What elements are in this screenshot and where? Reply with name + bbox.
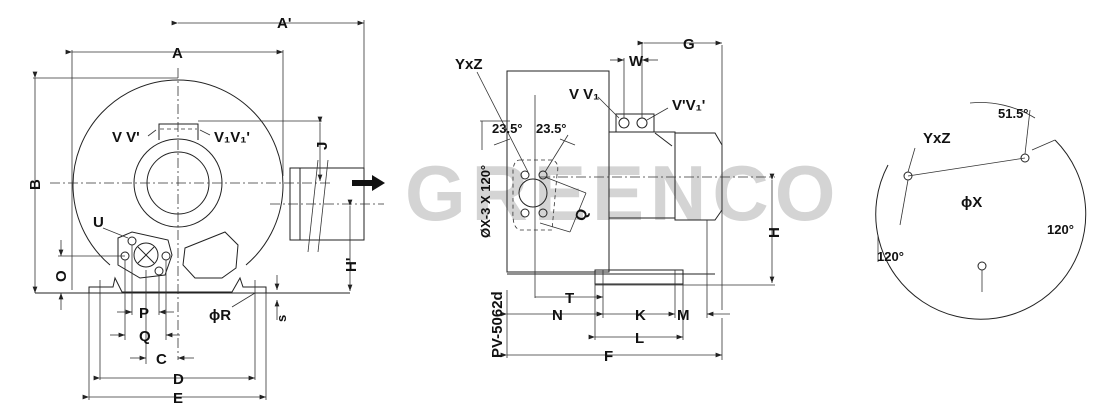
angle-right-label: 23.5° bbox=[536, 121, 567, 136]
dim-w-label: W bbox=[629, 53, 644, 70]
dim-p-label: P bbox=[139, 305, 149, 322]
dim-f-label: F bbox=[604, 348, 613, 365]
dim-m-label: M bbox=[677, 307, 690, 324]
side-view: YxZ 23.5° 23.5° ØX-3 X 120° Q W G V V₁ V… bbox=[455, 36, 783, 365]
side-yxz-label: YxZ bbox=[455, 56, 483, 73]
dim-a-label: A bbox=[172, 45, 183, 62]
dim-k-label: K bbox=[635, 307, 646, 324]
dim-e-label: E bbox=[173, 390, 183, 407]
dim-u-label: U bbox=[93, 214, 104, 231]
dim-t-label: T bbox=[565, 290, 574, 307]
flange-view: YxZ 51.5° ϕX 120° 120° bbox=[875, 102, 1087, 320]
flange-120-right-label: 120° bbox=[1047, 222, 1074, 237]
flange-angle-label: 51.5° bbox=[998, 106, 1029, 121]
flange-x-label: ϕX bbox=[961, 194, 982, 211]
dim-n-label: N bbox=[552, 307, 563, 324]
dim-l-label: L bbox=[635, 330, 644, 347]
dim-j-label: J bbox=[314, 142, 331, 150]
dim-b-label: B bbox=[27, 179, 44, 190]
dim-o-label: O bbox=[53, 270, 70, 282]
port-v-label: V V' bbox=[112, 129, 140, 146]
front-view: A A' B J H' U O P Q C D E ϕR s V V' V₁V₁… bbox=[27, 15, 385, 407]
dim-c-label: C bbox=[156, 351, 167, 368]
dim-q-label: Q bbox=[139, 328, 151, 345]
port-vv1-label: V V₁ bbox=[569, 86, 599, 103]
dim-g-label: G bbox=[683, 36, 695, 53]
flange-120-left-label: 120° bbox=[877, 249, 904, 264]
angle-left-label: 23.5° bbox=[492, 121, 523, 136]
dim-h-prime-label: H' bbox=[343, 258, 360, 272]
watermark: GREENCO bbox=[405, 149, 841, 237]
model-number: PV-5062d bbox=[489, 291, 506, 358]
port-vpv1p-label: V'V₁' bbox=[672, 97, 705, 114]
dim-d-label: D bbox=[173, 371, 184, 388]
dim-s-label: s bbox=[274, 315, 289, 322]
airflow-arrow-icon bbox=[352, 175, 385, 191]
dim-h-label: H bbox=[766, 227, 783, 238]
flange-yxz-label: YxZ bbox=[923, 130, 951, 147]
dim-r-label: ϕR bbox=[209, 307, 231, 324]
holes-spec-label: ØX-3 X 120° bbox=[478, 165, 493, 238]
dim-a-prime-label: A' bbox=[277, 15, 291, 32]
port-v1-label: V₁V₁' bbox=[214, 129, 250, 146]
